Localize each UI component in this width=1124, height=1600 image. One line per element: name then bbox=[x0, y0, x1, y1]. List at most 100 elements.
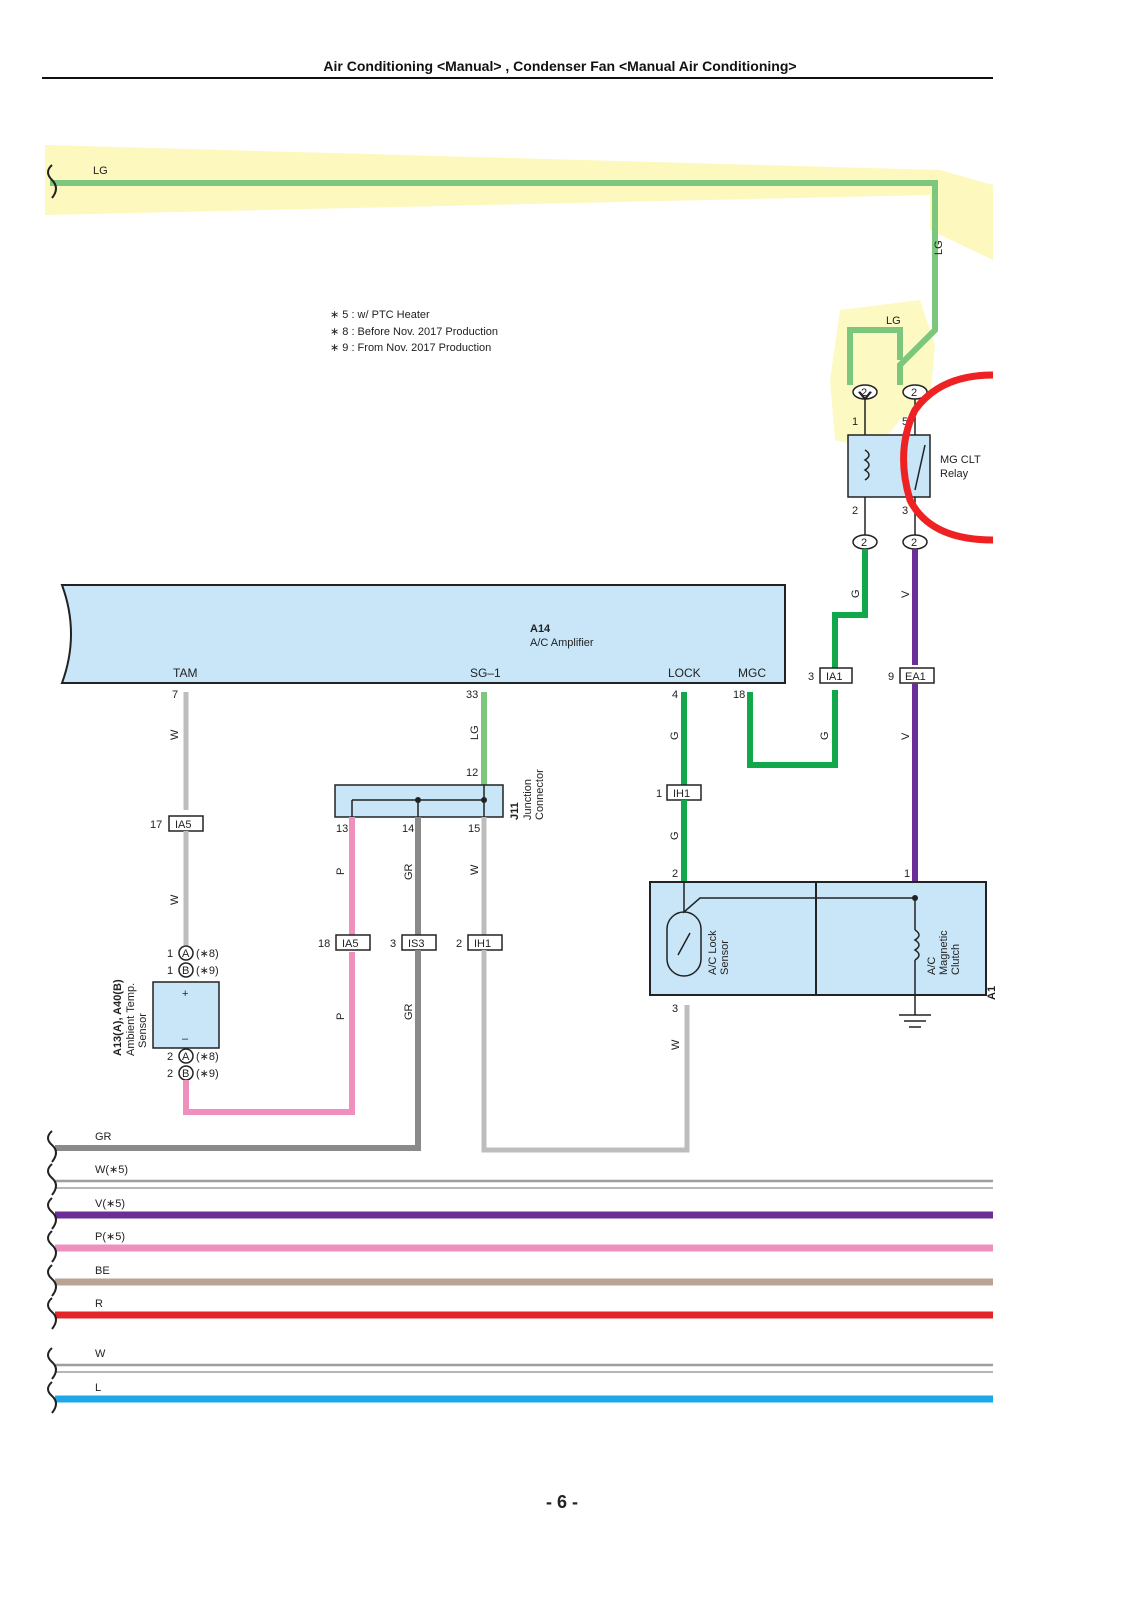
sensor-t2a-pin: 2 bbox=[167, 1051, 173, 1063]
bus-lines: GRW(∗5) V(∗5) P(∗5) BE R W L bbox=[47, 1130, 993, 1414]
relay-type: Relay bbox=[940, 468, 969, 480]
relay-highlight bbox=[830, 300, 935, 450]
relay-coil-icon bbox=[863, 449, 870, 481]
wire-relay-g bbox=[832, 549, 868, 675]
wire-label-sg1-lg: LG bbox=[469, 725, 481, 740]
amp-pin-lock: LOCK bbox=[668, 666, 701, 680]
wire-break-icon bbox=[47, 1381, 57, 1414]
amp-pinnum-tam: 7 bbox=[172, 689, 178, 701]
wire-label-clutch-v: V bbox=[900, 732, 912, 740]
bus-line-label: L bbox=[95, 1382, 101, 1394]
wire-break-icon bbox=[47, 1230, 57, 1263]
clutch-type2: Magnetic bbox=[938, 930, 950, 975]
connector-ia5-upper-pin: 17 bbox=[150, 819, 162, 831]
highlight-overlays bbox=[45, 145, 993, 450]
junction-relay-bottom-right-label: 2 bbox=[911, 537, 917, 549]
relay-name: MG CLT bbox=[940, 454, 981, 466]
amp-pin-mgc: MGC bbox=[738, 666, 766, 680]
amplifier-body bbox=[60, 584, 786, 684]
wire-label-sensor-p: P bbox=[335, 1013, 347, 1020]
note-3: ∗ 9 : From Nov. 2017 Production bbox=[330, 342, 491, 354]
note-2: ∗ 8 : Before Nov. 2017 Production bbox=[330, 326, 498, 338]
sensor-t1a-letter: A bbox=[182, 948, 190, 960]
bus-line: W(∗5) bbox=[47, 1163, 993, 1196]
ambient-sensor-minus: – bbox=[182, 1033, 189, 1045]
wire-top-lg bbox=[50, 180, 938, 385]
connector-ia1-pin: 3 bbox=[808, 671, 814, 683]
top-lg-highlight bbox=[45, 145, 993, 260]
connector-ih1-lower-pin: 2 bbox=[456, 938, 462, 950]
wire-label-tam-w-upper: W bbox=[169, 729, 181, 740]
relay-pin-5: 5 bbox=[902, 416, 908, 428]
sensor-t1a-pin: 1 bbox=[167, 948, 173, 960]
relay-switch-icon bbox=[914, 444, 926, 491]
clutch-type3: Clutch bbox=[950, 944, 962, 975]
connector-is3: IS3 3 bbox=[390, 934, 437, 951]
lock-sensor-pin-top: 2 bbox=[672, 868, 678, 880]
connector-ih1-lower-code: IH1 bbox=[474, 938, 491, 950]
wire-label-lock-g-lower: G bbox=[669, 831, 681, 840]
lock-sensor-pin-bottom: 3 bbox=[672, 1003, 678, 1015]
ambient-sensor-type2: Sensor bbox=[137, 1013, 149, 1048]
bus-line-label: P(∗5) bbox=[95, 1231, 125, 1243]
connector-ea1: EA1 9 bbox=[888, 667, 935, 684]
wire-break-icon bbox=[47, 1130, 57, 1163]
sensor-t2b-letter: B bbox=[182, 1068, 189, 1080]
connector-ia5-upper: IA5 17 bbox=[150, 815, 204, 832]
header-rule bbox=[42, 77, 993, 79]
wire-break-icon bbox=[47, 1197, 57, 1230]
j11-pin-in: 12 bbox=[466, 767, 478, 779]
bus-line: R bbox=[47, 1297, 993, 1330]
connector-ih1-upper: IH1 1 bbox=[656, 784, 702, 801]
sensor-t2b-note: (∗9) bbox=[196, 1068, 219, 1080]
relay-pin-2: 2 bbox=[852, 505, 858, 517]
connector-ia5-lower-pin: 18 bbox=[318, 938, 330, 950]
ambient-sensor-type: Ambient Temp. bbox=[125, 983, 137, 1056]
ground-icon bbox=[899, 1014, 931, 1028]
amp-pinnum-sg1: 33 bbox=[466, 689, 478, 701]
sensor-t2a-note: (∗8) bbox=[196, 1051, 219, 1063]
bus-line-label: V(∗5) bbox=[95, 1198, 125, 1210]
j11-type: Junction bbox=[522, 779, 534, 820]
ambient-sensor-code: A13(A), A40(B) bbox=[112, 979, 124, 1056]
sensor-t1a-note: (∗8) bbox=[196, 948, 219, 960]
clutch-edge-code: A1 bbox=[986, 986, 998, 1000]
bus-line: GR bbox=[47, 1130, 112, 1163]
connector-ia5-lower: IA5 18 bbox=[318, 934, 371, 951]
bus-line-label: BE bbox=[95, 1265, 110, 1277]
wire-break-icon bbox=[47, 1347, 57, 1380]
connector-ia1: IA1 3 bbox=[808, 667, 853, 684]
a14-amplifier: A14 A/C Amplifier TAM SG–1 LOCK MGC 7 33… bbox=[60, 584, 786, 701]
sensor-t1b-letter: B bbox=[182, 965, 189, 977]
connector-ih1-upper-code: IH1 bbox=[673, 788, 690, 800]
wire-label-j11-p: P bbox=[335, 868, 347, 875]
lock-sensor-icon bbox=[666, 911, 702, 977]
wire-break-icon bbox=[47, 1297, 57, 1330]
wire-sensor-gr bbox=[55, 950, 421, 1151]
wire-ih1-w-loop bbox=[481, 950, 690, 1153]
amp-pin-sg1: SG–1 bbox=[470, 666, 501, 680]
wire-break-icon bbox=[47, 1163, 57, 1196]
bus-line-label: W bbox=[95, 1348, 106, 1360]
wire-mgc-g bbox=[747, 690, 838, 768]
wire-label-j11-w: W bbox=[469, 864, 481, 875]
note-1: ∗ 5 : w/ PTC Heater bbox=[330, 309, 430, 321]
j11-pin-a: 13 bbox=[336, 823, 348, 835]
wire-label-mgc-g: G bbox=[819, 731, 831, 740]
j11-code: J11 bbox=[509, 802, 521, 820]
wire-sensor-p bbox=[183, 952, 355, 1115]
amp-pin-tam: TAM bbox=[173, 666, 197, 680]
connector-ia1-code: IA1 bbox=[826, 671, 843, 683]
connector-ia5-lower-code: IA5 bbox=[342, 938, 359, 950]
wire-relay-lg-left bbox=[847, 327, 903, 385]
bus-line-label: W(∗5) bbox=[95, 1164, 128, 1176]
junction-relay-top-left-label: 2 bbox=[861, 387, 867, 399]
wire-label-j11-gr: GR bbox=[403, 863, 415, 880]
sensor-t1b-pin: 1 bbox=[167, 965, 173, 977]
ambient-temp-sensor: A 1 (∗8) B 1 (∗9) + – A 2 (∗8) B 2 (∗9) … bbox=[112, 945, 220, 1081]
bus-line: P(∗5) bbox=[47, 1230, 993, 1263]
wire-label-tam-w-lower: W bbox=[169, 894, 181, 905]
connector-ia5-upper-code: IA5 bbox=[175, 819, 192, 831]
wiring-diagram: LG LG LG ∗ 5 : w/ PTC Heater ∗ 8 : Befor… bbox=[45, 145, 998, 1414]
bus-line: W bbox=[47, 1347, 993, 1380]
